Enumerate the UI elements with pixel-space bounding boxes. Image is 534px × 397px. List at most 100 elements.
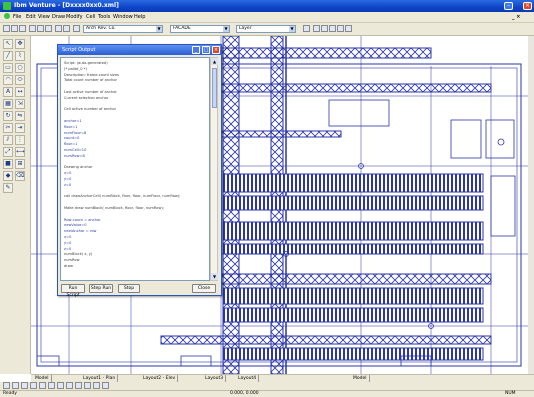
scroll-down-icon[interactable]: ▼ <box>211 273 218 280</box>
scale-icon[interactable]: ⤢ <box>3 147 13 157</box>
snap-node-icon[interactable] <box>66 382 73 389</box>
polyline-icon[interactable]: ⌇ <box>15 51 25 61</box>
ortho-icon[interactable] <box>321 25 328 32</box>
arc-icon[interactable]: ◠ <box>3 75 13 85</box>
print-icon[interactable] <box>29 25 36 32</box>
snap-nearest-icon[interactable] <box>57 382 64 389</box>
layer-combo[interactable]: Layer▼ <box>236 25 296 33</box>
minimize-icon[interactable]: _ <box>192 46 200 54</box>
script-line[interactable]: numBlock( x, y) <box>64 252 93 257</box>
offset-icon[interactable]: ⫽ <box>3 135 13 145</box>
script-line[interactable]: Drawing anchor <box>64 165 93 170</box>
script-line[interactable]: x=0 <box>64 235 72 239</box>
stop-button[interactable]: Stop <box>118 284 140 293</box>
copy-icon[interactable] <box>45 25 52 32</box>
move-icon[interactable]: ⇲ <box>15 99 25 109</box>
menu-tools[interactable]: Tools <box>98 14 111 20</box>
close-button[interactable]: Close <box>192 284 216 293</box>
snap-insert-icon[interactable] <box>84 382 91 389</box>
tab-model[interactable]: Model <box>33 375 52 382</box>
snap-perpendicular-icon[interactable] <box>39 382 46 389</box>
ellipse-icon[interactable]: ⬭ <box>15 75 25 85</box>
script-line[interactable]: Cell active number of anchor <box>64 107 117 112</box>
save-icon[interactable] <box>19 25 26 32</box>
menu-view[interactable]: View <box>38 14 50 20</box>
script-line[interactable]: Last active number of anchor <box>64 90 117 94</box>
script-line[interactable]: numRow <box>64 258 80 263</box>
script-line[interactable]: anchor=1 <box>64 119 82 123</box>
snap-icon[interactable] <box>303 25 310 32</box>
facade-combo[interactable]: FACADE▼ <box>170 25 230 33</box>
block-icon[interactable]: ■ <box>3 159 13 169</box>
script-line[interactable]: numRow=8 <box>64 153 85 158</box>
script-line[interactable]: floor=1 <box>64 124 78 129</box>
script-editor-scrollbar[interactable]: ▲ ▼ <box>210 57 218 281</box>
menu-help[interactable]: Help <box>134 14 146 20</box>
script-line[interactable]: y=0 <box>64 240 72 245</box>
snap-endpoint-icon[interactable] <box>3 382 10 389</box>
measure-icon[interactable] <box>329 25 336 32</box>
cut-icon[interactable] <box>37 25 44 32</box>
select-arrow-icon[interactable]: ↖ <box>3 39 13 49</box>
pan-icon[interactable]: ✥ <box>15 39 25 49</box>
script-line[interactable]: count=0 <box>64 136 80 141</box>
array-icon[interactable]: ⋮ <box>15 135 25 145</box>
redo-icon[interactable] <box>63 25 70 32</box>
insert-icon[interactable]: ⊞ <box>15 159 25 169</box>
script-line[interactable]: newValue=0 <box>64 223 87 228</box>
rectangle-icon[interactable]: ▭ <box>3 63 13 73</box>
menu-window[interactable]: Window <box>113 14 133 20</box>
menu-file[interactable]: File <box>13 14 22 20</box>
snap-settings-icon[interactable] <box>102 382 109 389</box>
script-line[interactable]: Script: (auto-generated) <box>64 61 108 65</box>
script-line[interactable]: draw <box>64 264 73 268</box>
erase-icon[interactable]: ⌫ <box>15 171 25 181</box>
script-line[interactable]: Row-count = anchor <box>64 217 101 222</box>
pencil-icon[interactable]: ✎ <box>3 183 13 193</box>
new-file-icon[interactable] <box>3 25 10 32</box>
script-line[interactable]: x=0 <box>64 171 72 176</box>
scroll-thumb[interactable] <box>212 68 217 108</box>
dimension-icon[interactable]: ↔ <box>15 87 25 97</box>
script-line[interactable]: call drawAnchorCell( numBlock, floor, fl… <box>64 194 181 199</box>
menu-draw[interactable]: Draw <box>52 14 66 20</box>
script-line[interactable]: (* pallet_0 *) <box>64 66 87 71</box>
canvas-vertical-scrollbar[interactable] <box>528 36 534 374</box>
hatch-icon[interactable]: ▦ <box>3 99 13 109</box>
script-line[interactable]: Total count number of anchor <box>64 78 117 83</box>
layers-icon[interactable] <box>337 25 344 32</box>
run-script-button[interactable]: Run Script <box>61 284 85 298</box>
script-editor[interactable]: Script: (auto-generated) (* pallet_0 *)D… <box>60 57 210 281</box>
mirror-icon[interactable]: ⇋ <box>15 111 25 121</box>
minimize-button[interactable]: – <box>504 2 513 10</box>
snap-quadrant-icon[interactable] <box>75 382 82 389</box>
script-line[interactable]: numFloor=8 <box>64 130 87 135</box>
properties-icon[interactable] <box>345 25 352 32</box>
close-icon[interactable]: × <box>212 46 220 54</box>
script-line[interactable]: z=0 <box>64 182 72 187</box>
step-run-button[interactable]: Step Run <box>89 284 113 293</box>
tab-layout2[interactable]: Layout2 - Elev <box>141 375 179 382</box>
circle-icon[interactable]: ○ <box>15 63 25 73</box>
symbol-icon[interactable]: ◆ <box>3 171 13 181</box>
menu-cell[interactable]: Cell <box>86 14 96 20</box>
script-line[interactable]: nextAnchor = row <box>64 229 97 234</box>
script-line[interactable]: floor=1 <box>64 142 78 147</box>
script-line[interactable]: numCell=10 <box>64 148 87 152</box>
open-file-icon[interactable] <box>11 25 18 32</box>
document-icon[interactable] <box>4 13 10 19</box>
close-button[interactable]: × <box>523 2 532 10</box>
undo-icon[interactable] <box>55 25 62 32</box>
script-window-titlebar[interactable]: Script Output _ □ × <box>58 45 221 55</box>
rotate-icon[interactable]: ↻ <box>3 111 13 121</box>
script-line[interactable]: Make draw numBlock( numBlock, floor, flo… <box>64 206 165 210</box>
tab-layout1[interactable]: Layout1 - Plan <box>81 375 119 382</box>
script-line[interactable]: Description: frame-count sizes <box>64 72 119 77</box>
zoom-icon[interactable] <box>73 25 80 32</box>
snap-midpoint-icon[interactable] <box>12 382 19 389</box>
scroll-up-icon[interactable]: ▲ <box>211 58 218 65</box>
maximize-icon[interactable]: □ <box>202 46 210 54</box>
snap-intersection-icon[interactable] <box>30 382 37 389</box>
snap-off-icon[interactable] <box>93 382 100 389</box>
tab-model-2[interactable]: Model <box>351 375 370 382</box>
